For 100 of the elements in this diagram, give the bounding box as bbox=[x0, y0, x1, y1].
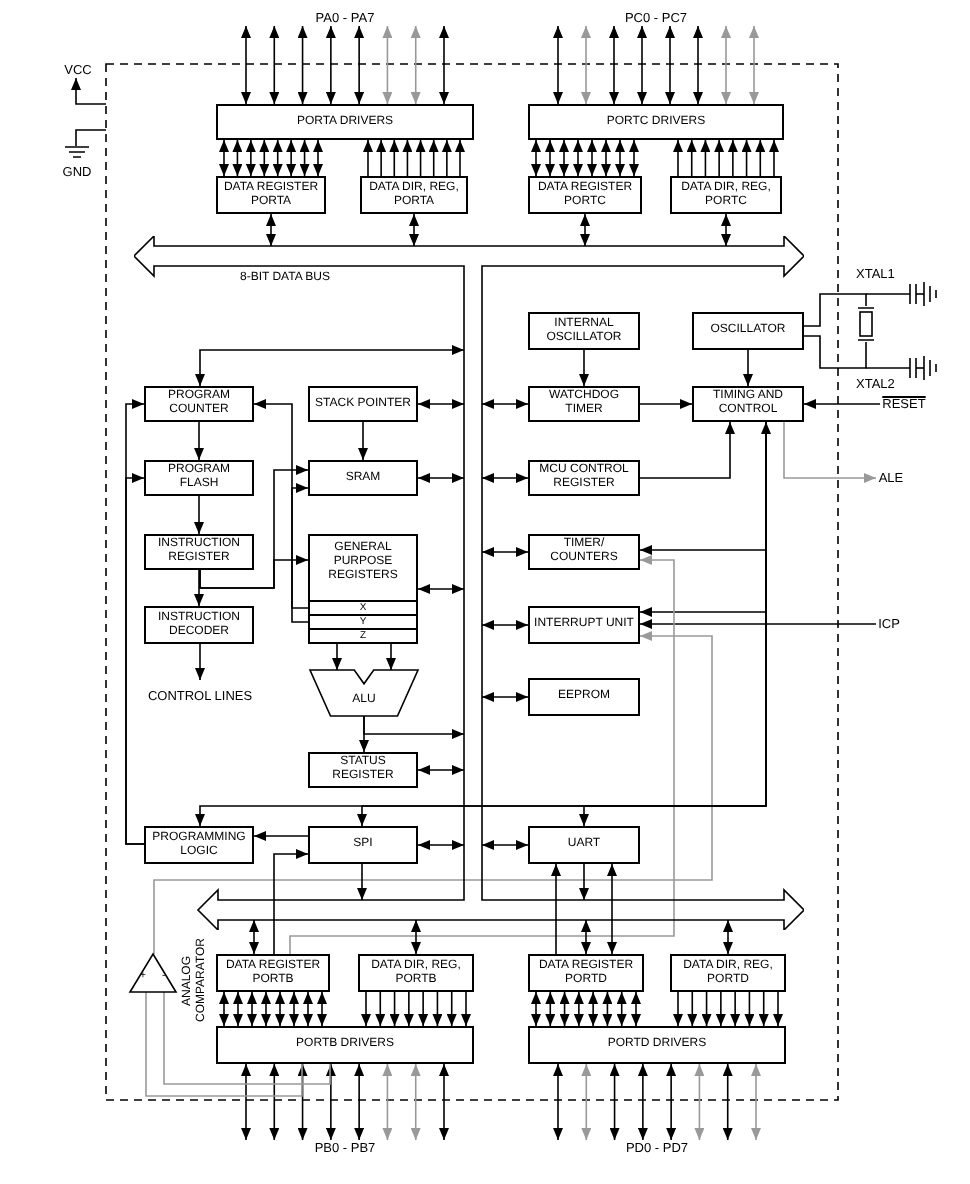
double-arrow bbox=[615, 139, 625, 177]
arrow bbox=[71, 77, 107, 105]
block-box bbox=[528, 104, 784, 140]
arrow bbox=[194, 495, 204, 535]
arrow bbox=[359, 715, 369, 753]
double-arrow bbox=[417, 399, 465, 409]
double-arrow bbox=[354, 25, 365, 105]
arrow bbox=[441, 139, 452, 177]
arrow bbox=[639, 421, 735, 479]
block-box bbox=[692, 312, 804, 350]
double-arrow bbox=[439, 25, 449, 105]
double-arrow bbox=[666, 1063, 677, 1141]
block-box bbox=[528, 176, 642, 214]
arrow bbox=[403, 991, 414, 1027]
double-arrow bbox=[581, 25, 591, 105]
double-arrow bbox=[581, 919, 591, 955]
arrow bbox=[701, 991, 712, 1027]
connector-line bbox=[803, 335, 867, 369]
arrow bbox=[639, 619, 877, 629]
double-arrow bbox=[545, 991, 556, 1027]
arrow bbox=[389, 991, 400, 1027]
double-arrow bbox=[266, 213, 276, 247]
arrow bbox=[773, 991, 783, 1027]
arrow bbox=[783, 421, 877, 483]
arrow bbox=[358, 421, 368, 461]
double-arrow bbox=[411, 919, 421, 955]
double-arrow bbox=[481, 620, 529, 630]
arrow bbox=[273, 849, 309, 955]
arrow bbox=[253, 399, 311, 609]
block-box bbox=[308, 752, 418, 788]
block-box bbox=[528, 606, 640, 644]
double-arrow bbox=[481, 547, 529, 557]
double-arrow bbox=[275, 991, 285, 1027]
double-arrow bbox=[693, 25, 703, 105]
double-arrow bbox=[410, 1063, 421, 1141]
double-arrow bbox=[410, 25, 421, 105]
double-arrow bbox=[249, 919, 259, 955]
block-box bbox=[528, 312, 640, 350]
arrow bbox=[727, 139, 738, 177]
double-arrow bbox=[607, 863, 617, 955]
double-arrow bbox=[721, 213, 731, 247]
arrow bbox=[415, 139, 426, 177]
double-arrow bbox=[609, 1063, 620, 1141]
arrow bbox=[153, 631, 713, 955]
connector-line bbox=[145, 991, 303, 1097]
block-box bbox=[528, 954, 644, 992]
arrow bbox=[730, 991, 741, 1027]
double-arrow bbox=[749, 25, 759, 105]
double-arrow bbox=[297, 1063, 308, 1141]
arrow bbox=[758, 991, 769, 1027]
double-arrow bbox=[417, 584, 465, 594]
block-box bbox=[308, 826, 418, 864]
block-box bbox=[528, 460, 640, 496]
arrow bbox=[579, 863, 589, 901]
double-arrow bbox=[609, 25, 619, 105]
block-box bbox=[528, 386, 640, 422]
double-arrow bbox=[219, 139, 229, 177]
double-arrow bbox=[553, 25, 563, 105]
arrow bbox=[125, 473, 145, 845]
block-box bbox=[670, 954, 786, 992]
arrow bbox=[686, 139, 697, 177]
double-arrow bbox=[245, 139, 256, 177]
double-arrow bbox=[232, 139, 243, 177]
double-arrow bbox=[233, 991, 243, 1027]
block-box bbox=[144, 826, 254, 864]
block-box bbox=[692, 386, 804, 422]
arrow bbox=[361, 991, 371, 1027]
double-arrow bbox=[382, 1063, 393, 1141]
double-arrow bbox=[601, 139, 611, 177]
double-arrow bbox=[409, 213, 419, 247]
double-arrow bbox=[382, 25, 393, 105]
double-arrow bbox=[195, 345, 465, 387]
double-arrow bbox=[261, 991, 271, 1027]
double-arrow bbox=[297, 25, 308, 105]
arrow bbox=[428, 139, 439, 177]
arrow bbox=[687, 991, 698, 1027]
arrow bbox=[194, 569, 204, 607]
double-arrow bbox=[531, 139, 541, 177]
arrow bbox=[803, 399, 881, 409]
arrow bbox=[744, 991, 755, 1027]
double-arrow bbox=[299, 139, 310, 177]
arrow bbox=[673, 991, 683, 1027]
double-arrow bbox=[325, 25, 336, 105]
double-arrow bbox=[241, 25, 251, 105]
arrow bbox=[375, 991, 386, 1027]
double-arrow bbox=[637, 1063, 648, 1141]
double-arrow bbox=[481, 692, 529, 702]
arrow bbox=[715, 991, 726, 1027]
arrow bbox=[432, 991, 443, 1027]
arrow bbox=[376, 139, 387, 177]
double-arrow bbox=[269, 1063, 280, 1141]
arrow bbox=[291, 483, 311, 623]
double-arrow bbox=[553, 1063, 563, 1141]
block-box bbox=[528, 826, 640, 864]
double-arrow bbox=[272, 139, 283, 177]
connector-line bbox=[75, 129, 107, 147]
double-arrow bbox=[417, 473, 465, 483]
arrow bbox=[363, 139, 373, 177]
double-arrow bbox=[241, 1063, 251, 1141]
block-box bbox=[358, 954, 474, 992]
